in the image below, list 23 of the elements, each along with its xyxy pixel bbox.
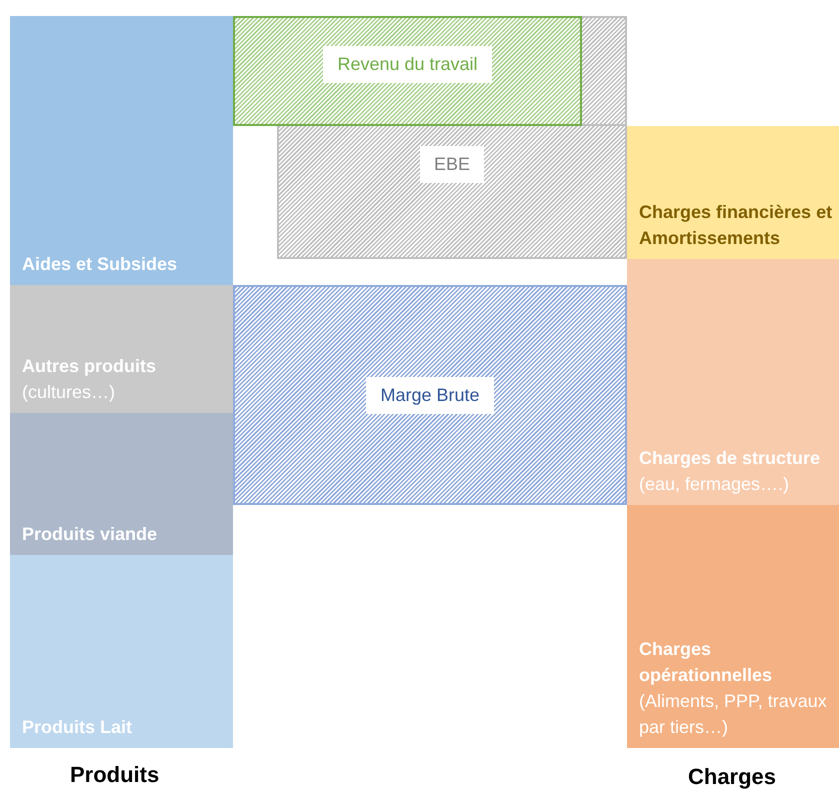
block (627, 259, 839, 505)
block-title: Charges de structure (639, 447, 822, 470)
block (10, 285, 233, 413)
block-label: EBE (420, 146, 484, 183)
column-heading: Produits (70, 762, 160, 788)
block-title: Charges financières et Amortissements (639, 201, 834, 250)
block-title: Produits viande (22, 523, 158, 546)
block (10, 413, 233, 555)
block-note: (eau, fermages….) (639, 473, 790, 496)
block-title: Charges opérationnelles (639, 638, 774, 687)
block-title: Aides et Subsides (22, 253, 178, 276)
hatched-block (277, 124, 627, 259)
hatched-block (233, 16, 582, 126)
block-label: Revenu du travail (323, 46, 492, 83)
block (10, 16, 233, 285)
column-heading: Charges (688, 764, 776, 790)
hatched-block (233, 285, 627, 505)
block-label: Marge Brute (366, 376, 494, 414)
block-note: (Aliments, PPP, travaux par tiers…) (639, 690, 828, 739)
block (627, 126, 839, 259)
block (10, 555, 233, 748)
block-title: Produits Lait (22, 716, 134, 739)
block (627, 505, 839, 748)
